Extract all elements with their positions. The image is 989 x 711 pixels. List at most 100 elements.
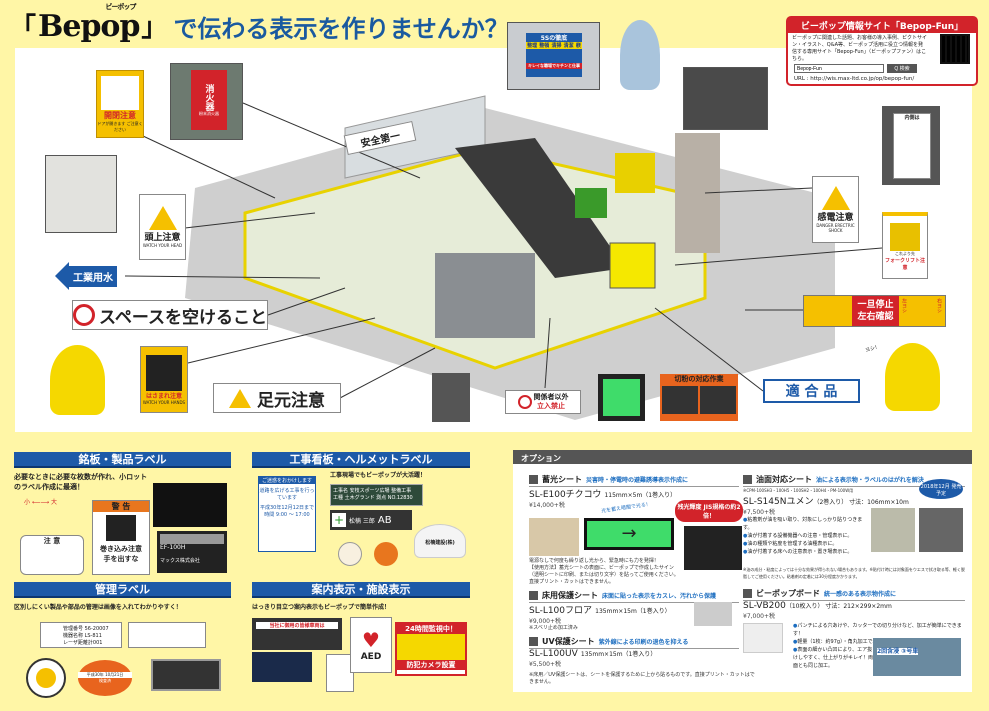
oil-photo-1 [871, 508, 915, 552]
label-row: 機器名称 LS-811 [63, 632, 102, 639]
sign-shokaki: 消火器 粉末消火器 [191, 70, 227, 130]
helmet-name: 松楠 三郎 [349, 517, 375, 525]
section-title: 銘板・製品ラベル [14, 452, 231, 468]
option-catch: 床面に貼った表示をカスレ、汚れから保護 [602, 593, 717, 600]
camera-icon [397, 634, 465, 660]
sign-text: 適 合 品 [785, 384, 838, 400]
qr-code[interactable] [940, 34, 970, 64]
sign-text: スペースを空けること [99, 307, 267, 328]
prohibition-icon [73, 304, 96, 326]
label-title: 警 告 [93, 501, 149, 512]
plate-model: EF-100H [160, 544, 186, 551]
no-entry-icon [517, 395, 532, 409]
search-button[interactable]: Q 検索 [887, 64, 917, 73]
sign-ittan-teishi: 一旦停止左右確認 左ヨシ右ヨシ [803, 295, 946, 327]
plate-maker: マックス株式会社 [160, 558, 200, 564]
label-asset-qr [151, 659, 221, 691]
option-model: SL-VB200 [743, 601, 786, 611]
option-name: ビーポップボード [756, 589, 820, 598]
option-model: SL-L100UV [529, 649, 578, 659]
option-compat: ※CPM-100SH3・100H5・100SH2・100H4・PM-100W用 [743, 488, 854, 493]
sign-title: 切粉の対応作業 [674, 375, 724, 383]
option-catch: 油による表示物・ラベルのはがれを解決 [816, 477, 924, 484]
photo-shelf [683, 67, 768, 130]
5s-item: 整頓 [539, 43, 550, 49]
option-price: ¥5,500+税 [529, 661, 562, 668]
section-desc: 工事現場でもビーポップが大活躍！ [330, 472, 427, 479]
factory-illustration: 開閉注意 ドアが開きます ご注意ください 消火器 粉末消火器 5Sの徹底 整理整… [15, 20, 972, 432]
helmet-code: AB [377, 514, 392, 526]
inspect-date: 平成30年 10月21日 [78, 672, 132, 678]
sign-title: はさまれ注意 [145, 392, 182, 400]
search-input[interactable] [794, 64, 884, 73]
board-photo [743, 623, 783, 653]
photo-floor-dots [45, 155, 117, 233]
electric-shock-icon [821, 186, 850, 210]
release-badge: 2018年12月 発売予定 [919, 479, 963, 499]
photo-fire-extinguisher-sign: 消火器 粉末消火器 [170, 63, 243, 140]
photo-5s-board: 5Sの徹底 整理整頓清掃清潔躾 キレイな職場でキチンと仕事 [507, 22, 600, 90]
sign-line2: 立入禁止 [537, 402, 565, 410]
option-yumen: 油面対応シート油による表示物・ラベルのはがれを解決 ※CPM-100SH3・10… [743, 474, 965, 580]
section-desc: はっきり目立つ案内表示もビーポップで簡単作成！ [252, 604, 391, 611]
option-price: ¥7,000+税 [743, 613, 776, 620]
warning-triangle-icon [148, 206, 177, 230]
option-name: 油面対応シート [756, 475, 812, 484]
bullet: 油が付着する床への注意表示・置き場表示に。 [743, 548, 863, 556]
sign-foot: キレイな職場でキチンと仕事 [526, 63, 582, 69]
site-url[interactable]: URL : http://wis.max-ltd.co.jp/op/bepop-… [794, 76, 915, 82]
forklift [615, 153, 655, 193]
options-title: オプション [513, 450, 972, 464]
sign-no-phone [326, 654, 354, 692]
board-body: 道路を広げる工事を行っています [259, 488, 315, 501]
sign-kogyo-yosui: 工業用水 [55, 262, 127, 290]
label-row: 管理番号 56-20007 [63, 625, 109, 632]
nameplate-black [153, 483, 227, 527]
oil-photo-2 [919, 508, 963, 552]
board-photo-text: 2回含浸 ③号車 [877, 648, 919, 655]
sign-tekigohin: 適 合 品 [763, 379, 860, 403]
section-title: 工事看板・ヘルメットラベル [252, 452, 470, 468]
plate-row: 工事名 安枝スポーツ広場 整備工事 [333, 488, 412, 494]
sign-right: 右ヨシ [936, 298, 942, 313]
aed-text: AED [360, 652, 382, 662]
section-koji: 工事看板・ヘルメットラベル ご迷惑をおかけします 道路を広げる工事を行っています… [252, 452, 470, 566]
photo-night-sign [252, 652, 312, 682]
product-photo [529, 518, 579, 556]
option-model: SL-S145Nユメン [743, 497, 814, 507]
board-head: ご迷惑をおかけします [259, 477, 315, 484]
option-uv: UV保護シート紫外線による印刷の退色を抑える SL-L100UV 135mm×1… [529, 636, 759, 686]
floor-photo [694, 602, 732, 626]
option-name: UV保護シート [542, 637, 595, 646]
glow-photo [684, 526, 742, 570]
section-title: 管理ラベル [14, 582, 231, 598]
board-photo-2: 2回含浸 ③号車 [873, 638, 961, 676]
arrow-left-icon [55, 262, 69, 290]
warning-triangle-icon [229, 388, 251, 408]
option-name: 蓄光シート [542, 475, 582, 484]
sign-title: 頭上注意 [144, 233, 181, 243]
option-spec: 115mm×5m（1巻入り） [604, 492, 677, 499]
sign-space: スペースを空けること [72, 300, 268, 330]
option-catch: 災害時・停電時の避難誘導表示作成に [586, 477, 689, 484]
option-spec: （2巻入り） 寸法：106mm×10m [813, 499, 909, 506]
5s-item: 清掃 [551, 43, 562, 49]
options-panel: オプション 蓄光シート災害時・停電時の避難誘導表示作成に SL-E100チクコウ… [513, 450, 972, 692]
gear-hand-icon [106, 515, 136, 541]
sign-title: 5Sの徹底 [540, 35, 568, 42]
sign-sub: 粉末消火器 [199, 110, 219, 116]
sign-sub: ドアが開きます ご注意ください [97, 120, 143, 132]
forklift-icon [890, 223, 920, 251]
option-model: SL-L100フロア [529, 606, 593, 616]
label-row: レーザ距離計001 [63, 639, 103, 646]
search-bar: Q 検索 [794, 64, 976, 74]
banner-text: 当社に御用の皆様車両は [256, 622, 338, 629]
option-bullets: パンチによる穴あけや、カッターでの切り分けなど、加工が簡単にできます！軽量（1枚… [793, 622, 963, 670]
option-note: 【使用方法】蓄光シートの表面に、ビーポップで作成したサイン（透明シートに印刷、ま… [529, 565, 679, 585]
info-title: ビーポップ情報サイト「Bepop-Fun」 [788, 18, 976, 33]
sign-line1: 関係者以外 [533, 393, 569, 401]
5s-item: 躾 [575, 43, 581, 49]
bullet: 油が付着する設備機器への注意・管理表示に。 [743, 532, 863, 540]
inspect-label: 検査済 [99, 678, 111, 683]
